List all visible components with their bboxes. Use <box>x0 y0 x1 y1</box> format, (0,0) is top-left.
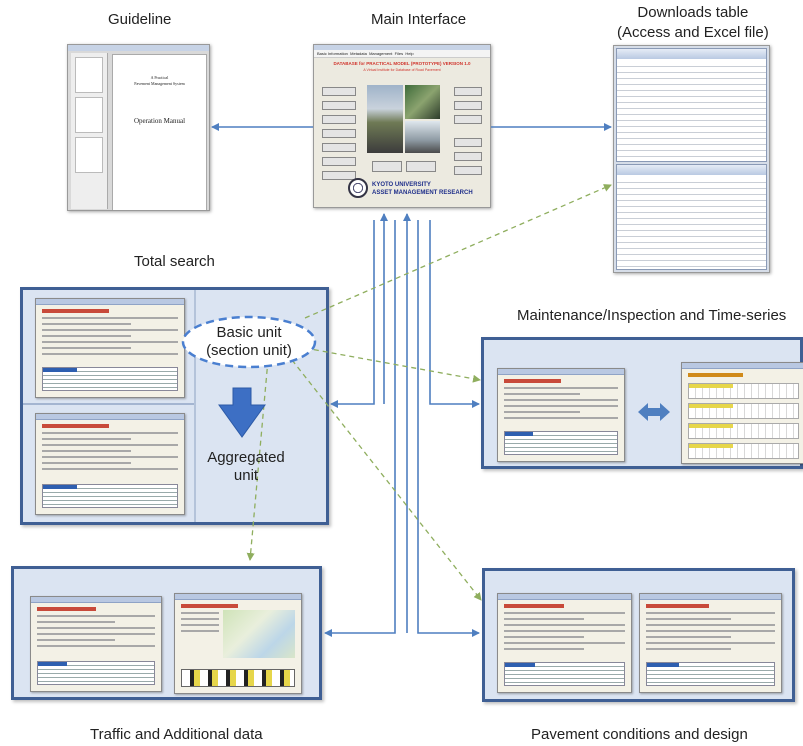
caption-guideline: Guideline <box>108 11 172 28</box>
road-photo <box>367 85 403 153</box>
maintenance-panel <box>481 337 803 469</box>
downloads-table-screenshot <box>613 45 770 273</box>
caption-traffic: Traffic and Additional data <box>90 726 263 743</box>
org-line1: KYOTO UNIVERSITY <box>372 182 431 188</box>
aggregated-unit-search-window <box>35 413 185 515</box>
additional-data-window <box>174 593 302 694</box>
map-image <box>223 610 295 658</box>
caption-total-search: Total search <box>134 253 215 270</box>
guideline-doc-title: A Practical Pavement Management System <box>113 75 206 87</box>
arrow-to-total-search <box>330 220 375 408</box>
basic-unit-search-window <box>35 298 185 398</box>
main-menu-button[interactable] <box>322 101 356 110</box>
main-menu-button[interactable] <box>454 138 482 147</box>
main-menu-button[interactable] <box>322 171 356 180</box>
kyoto-university-logo <box>348 178 368 198</box>
main-menu-button[interactable] <box>454 115 482 124</box>
menu-item[interactable]: Files <box>394 51 404 56</box>
guideline-doc-line2: Pavement Management System <box>134 81 185 86</box>
pavement-design-window <box>639 593 782 693</box>
basic-unit-line1: Basic unit <box>216 324 282 341</box>
main-menu-button[interactable] <box>454 166 482 175</box>
guideline-doc-line1: A Practical <box>150 75 169 80</box>
traffic-information-window <box>30 596 162 692</box>
dashed-link-maintenance <box>304 347 481 383</box>
road-photo <box>405 121 440 153</box>
caption-main-interface: Main Interface <box>371 11 467 28</box>
traffic-panel <box>11 566 322 700</box>
main-menu-button[interactable] <box>454 87 482 96</box>
arrow-to-traffic <box>324 220 396 637</box>
main-menu-button[interactable] <box>372 161 402 172</box>
arrow-to-maintenance <box>429 220 480 408</box>
arrow-to-pavement <box>417 220 480 637</box>
menu-item[interactable]: Help <box>405 51 414 56</box>
basic-unit-line2: (section unit) <box>206 342 292 359</box>
main-menu-button[interactable] <box>454 101 482 110</box>
main-menu-button[interactable] <box>322 129 356 138</box>
caption-downloads-table-line1: Downloads table <box>637 4 749 21</box>
aggregation-down-arrow <box>218 387 266 438</box>
pavement-conditions-window <box>497 593 632 693</box>
caption-downloads-table: Downloads table (Access and Excel file) <box>617 3 769 43</box>
org-line2: ASSET MANAGEMENT RESEARCH <box>372 190 473 196</box>
main-menu-bar: Basic Information Metadata Management Fi… <box>314 50 490 58</box>
aggregated-unit-line1: Aggregated <box>207 449 285 466</box>
main-menu-button[interactable] <box>322 143 356 152</box>
main-menu-button[interactable] <box>406 161 436 172</box>
road-photo <box>405 85 440 119</box>
basic-unit-ellipse <box>181 315 317 369</box>
time-series-window <box>681 362 803 464</box>
dashed-link-pavement <box>291 359 482 601</box>
menu-item[interactable]: Management <box>369 51 393 56</box>
main-interface-screenshot: Basic Information Metadata Management Fi… <box>313 44 491 208</box>
main-menu-button[interactable] <box>322 115 356 124</box>
caption-pavement: Pavement conditions and design <box>531 726 748 743</box>
main-db-title: DATABASE for PRACTICAL MODEL (PROTOTYPE)… <box>333 61 471 66</box>
guideline-doc-manual-title: Operation Manual <box>133 117 186 125</box>
main-db-subtitle: A Virtual Institute for Database of Road… <box>363 68 441 72</box>
menu-item[interactable]: Basic Information <box>317 51 348 56</box>
basic-unit-label: Basic unit (section unit) <box>192 324 306 360</box>
aggregated-unit-line2: unit <box>233 467 259 484</box>
main-menu-button[interactable] <box>322 87 356 96</box>
org-name: KYOTO UNIVERSITY ASSET MANAGEMENT RESEAR… <box>372 181 473 197</box>
time-series-double-arrow <box>638 403 670 421</box>
main-menu-button[interactable] <box>454 152 482 161</box>
pavement-panel <box>482 568 795 702</box>
dashed-link-downloads <box>304 184 612 319</box>
aggregated-unit-label: Aggregated unit <box>198 449 294 485</box>
dashed-link-traffic <box>246 359 269 561</box>
guideline-document-screenshot: A Practical Pavement Management System O… <box>67 44 210 211</box>
maintenance-inspection-window <box>497 368 625 462</box>
menu-item[interactable]: Metadata <box>350 51 367 56</box>
main-menu-button[interactable] <box>322 157 356 166</box>
caption-maintenance: Maintenance/Inspection and Time-series <box>517 307 787 324</box>
caption-downloads-table-line2: (Access and Excel file) <box>617 24 769 41</box>
